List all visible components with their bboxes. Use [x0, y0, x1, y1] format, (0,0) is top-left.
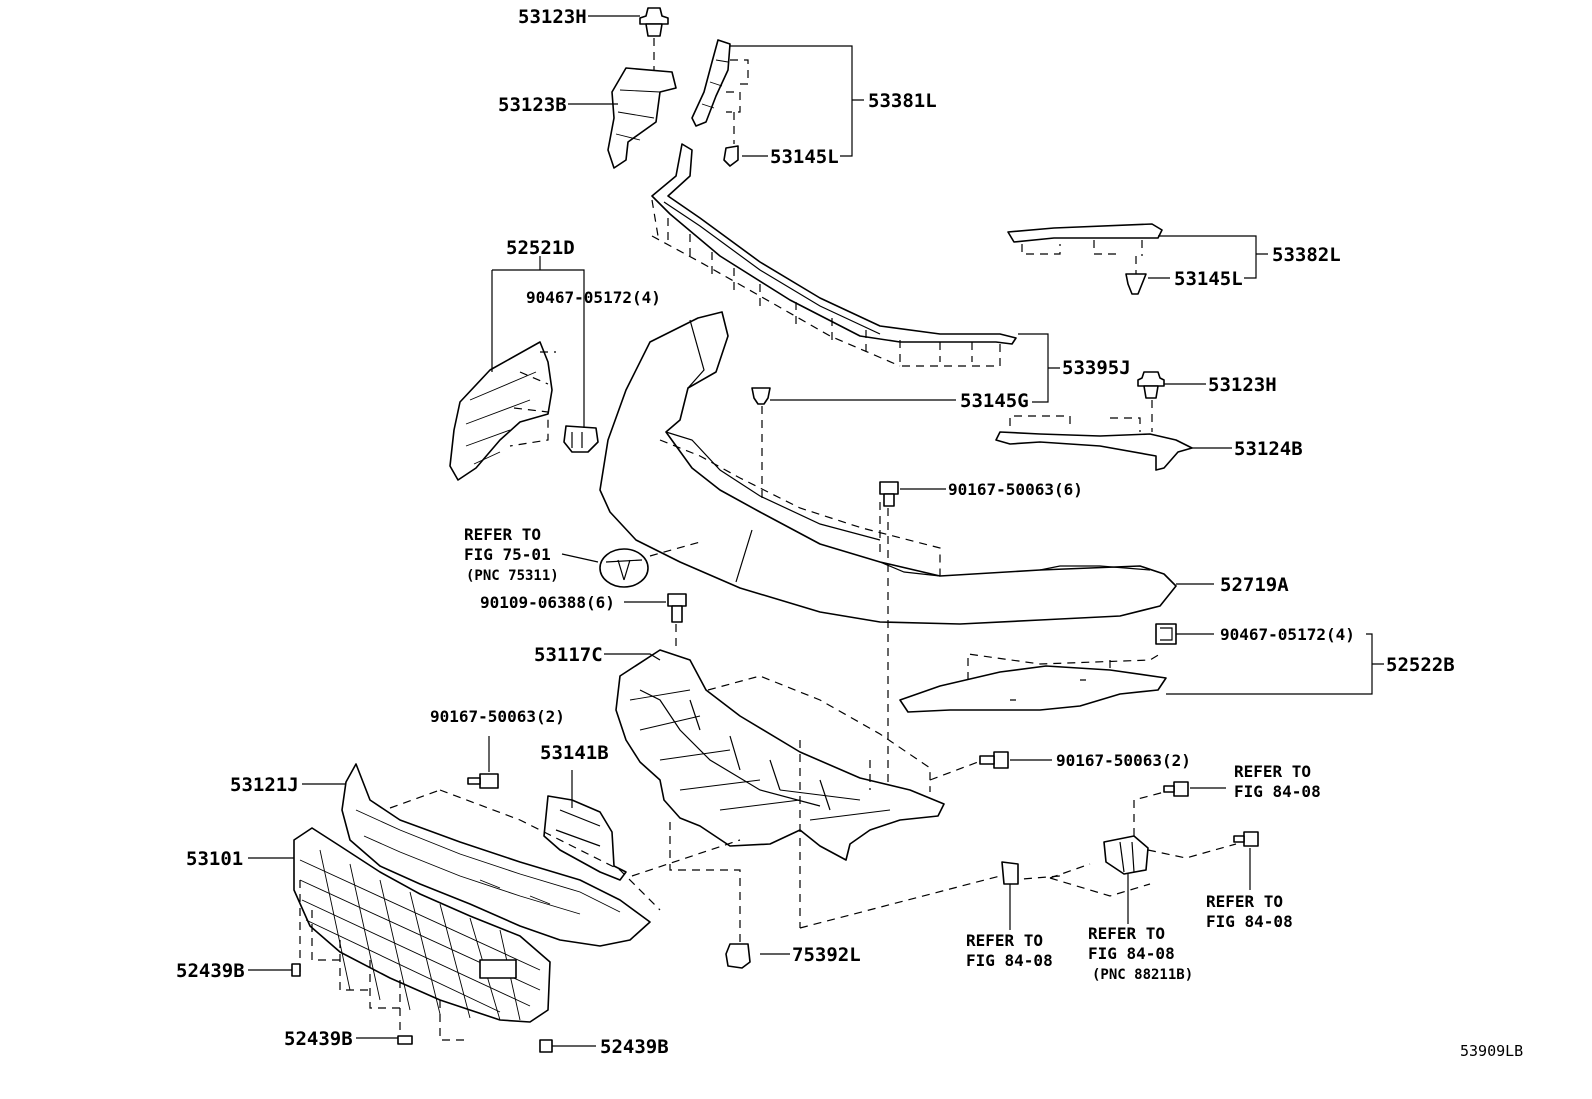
label-53145L-right: 53145L: [1174, 268, 1243, 290]
label-53123B: 53123B: [498, 94, 567, 116]
bolt-refer-84-08-upper[interactable]: [1163, 781, 1189, 797]
bolt-90167-50063-2-left[interactable]: [467, 773, 499, 789]
clip-90467-left[interactable]: [563, 425, 599, 453]
label-53145L-top: 53145L: [770, 146, 839, 168]
bumper-cover-52719A[interactable]: [599, 311, 1177, 625]
label-refer-75-line2: FIG 75-01: [464, 545, 551, 564]
clip-52439B-a[interactable]: [291, 963, 301, 977]
label-52439B-b: 52439B: [284, 1028, 353, 1050]
clip-52439B-b[interactable]: [397, 1035, 413, 1045]
label-refer-84a-line1: REFER TO: [1234, 762, 1311, 781]
label-refer-75-line3: (PNC 75311): [466, 568, 559, 584]
sensor-88211B[interactable]: [1103, 835, 1149, 875]
clip-53145G[interactable]: [751, 387, 771, 405]
diagram-code: 53909LB: [1460, 1042, 1523, 1060]
label-53381L: 53381L: [868, 90, 937, 112]
label-53395J: 53395J: [1062, 357, 1131, 379]
label-refer-84b-line1: REFER TO: [966, 931, 1043, 950]
label-52439B-c: 52439B: [600, 1036, 669, 1058]
clip-53145L-right[interactable]: [1125, 273, 1147, 295]
label-refer-84c-line1: REFER TO: [1206, 892, 1283, 911]
seal-53381L[interactable]: [691, 39, 731, 127]
label-53145G: 53145G: [960, 390, 1029, 412]
label-52522B: 52522B: [1386, 654, 1455, 676]
emblem-75311[interactable]: [599, 548, 649, 588]
clip-75392L[interactable]: [725, 943, 751, 969]
cover-52522B[interactable]: [899, 665, 1167, 713]
seal-53382L[interactable]: [1007, 223, 1163, 243]
bracket-52521D[interactable]: [449, 341, 553, 481]
bolt-90167-50063-6[interactable]: [879, 481, 899, 507]
label-90167-50063-2-right: 90167-50063(2): [1056, 751, 1191, 770]
label-53382L: 53382L: [1272, 244, 1341, 266]
bolt-90109-06388[interactable]: [667, 593, 687, 623]
bolt-refer-84-08-right[interactable]: [1233, 831, 1259, 847]
bracket-53141B[interactable]: [543, 795, 627, 881]
label-53123H-top: 53123H: [518, 6, 587, 28]
seal-53395J[interactable]: [651, 143, 1017, 345]
label-refer-84a-line2: FIG 84-08: [1234, 782, 1321, 801]
label-refer-84d-line1: REFER TO: [1088, 924, 1165, 943]
bracket-refer-84-08-left[interactable]: [1001, 861, 1019, 885]
label-53121J: 53121J: [230, 774, 299, 796]
clip-53123H-top[interactable]: [639, 7, 669, 37]
seal-53124B[interactable]: [995, 431, 1193, 471]
label-52439B-a: 52439B: [176, 960, 245, 982]
label-refer-75-line1: REFER TO: [464, 525, 541, 544]
label-52719A: 52719A: [1220, 574, 1289, 596]
label-53123H-right: 53123H: [1208, 374, 1277, 396]
radiator-grille-53101[interactable]: [293, 827, 551, 1023]
part-labels: 53123H 53123B 53381L 53145L 52521D 90467…: [176, 6, 1523, 1060]
label-refer-84c-line2: FIG 84-08: [1206, 912, 1293, 931]
label-90109-06388: 90109-06388(6): [480, 593, 615, 612]
clip-52439B-c[interactable]: [539, 1039, 553, 1053]
label-52521D: 52521D: [506, 237, 575, 259]
label-53141B: 53141B: [540, 742, 609, 764]
clip-53145L-top[interactable]: [723, 145, 739, 167]
label-53101: 53101: [186, 848, 243, 870]
clip-53123H-right[interactable]: [1137, 371, 1165, 399]
clip-90467-right[interactable]: [1155, 623, 1177, 645]
label-refer-84d-line2: FIG 84-08: [1088, 944, 1175, 963]
bolt-90167-50063-2-right[interactable]: [979, 751, 1009, 769]
grille-frame-53121J[interactable]: [341, 763, 651, 947]
label-90167-50063-2-left: 90167-50063(2): [430, 707, 565, 726]
label-refer-84b-line2: FIG 84-08: [966, 951, 1053, 970]
label-90467-left: 90467-05172(4): [526, 288, 661, 307]
label-90167-50063-6: 90167-50063(6): [948, 480, 1083, 499]
support-53117C[interactable]: [615, 649, 945, 861]
label-75392L: 75392L: [792, 944, 861, 966]
bracket-53123B[interactable]: [607, 67, 677, 169]
label-53124B: 53124B: [1234, 438, 1303, 460]
leader-lines: [248, 15, 1384, 1047]
label-90467-right: 90467-05172(4): [1220, 625, 1355, 644]
label-refer-84d-line3: (PNC 88211B): [1092, 967, 1193, 983]
label-53117C: 53117C: [534, 644, 603, 666]
